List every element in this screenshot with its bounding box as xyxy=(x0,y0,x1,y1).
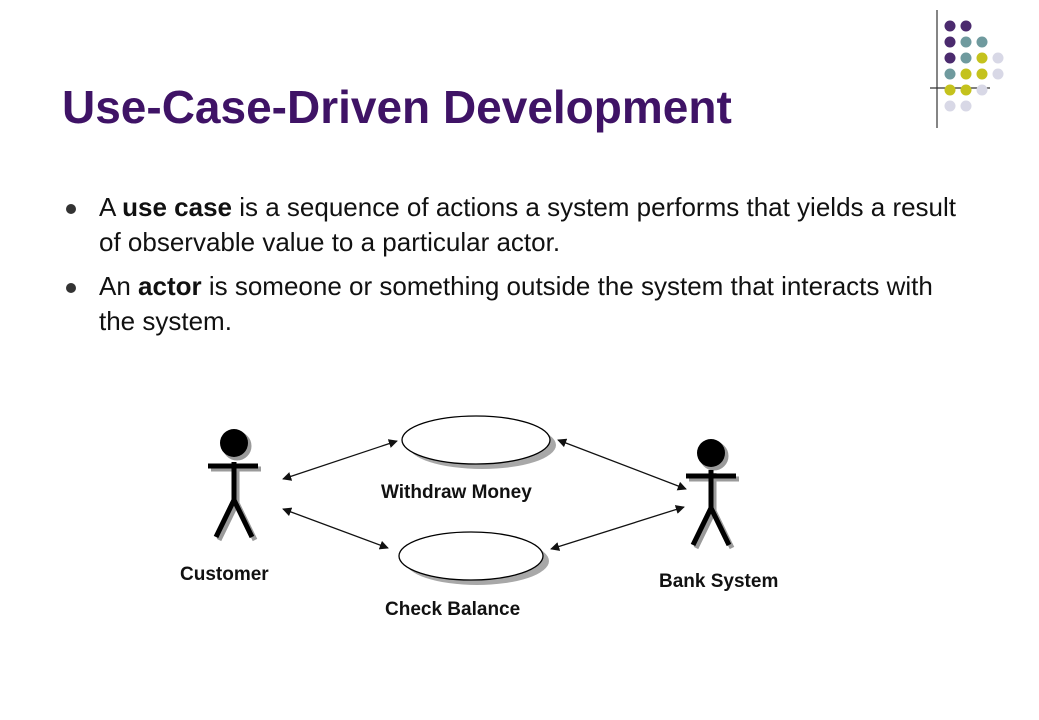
association-customer-check xyxy=(282,507,389,550)
association-bank-withdraw xyxy=(557,438,687,491)
decorative-dot xyxy=(976,84,988,96)
bullet-term: actor xyxy=(138,271,202,301)
bullet-dot-icon xyxy=(66,204,76,214)
actor-label-customer: Customer xyxy=(180,564,269,585)
decorative-dot xyxy=(960,68,972,80)
bullet-text-post: is a sequence of actions a system perfor… xyxy=(99,192,957,257)
decorative-dot xyxy=(944,52,956,64)
decorative-dot xyxy=(944,84,956,96)
actor-bank-system-icon xyxy=(686,439,739,550)
actor-label-bank-system: Bank System xyxy=(659,571,778,592)
decorative-dot xyxy=(960,84,972,96)
use-case-check-balance xyxy=(398,531,549,585)
bullet-text-pre: An xyxy=(99,271,139,301)
bullet-list: A use case is a sequence of actions a sy… xyxy=(66,190,966,348)
decorative-dot xyxy=(992,52,1004,64)
decorative-dot xyxy=(992,68,1004,80)
use-case-label-check: Check Balance xyxy=(385,599,520,620)
bullet-dot-icon xyxy=(66,283,76,293)
bullet-use-case: A use case is a sequence of actions a sy… xyxy=(66,190,966,260)
decorative-dot xyxy=(944,20,956,32)
association-bank-check xyxy=(550,505,685,551)
decorative-dot xyxy=(960,36,972,48)
bullet-actor: An actor is someone or something outside… xyxy=(66,269,966,339)
decorative-dot xyxy=(976,36,988,48)
decorative-dot xyxy=(976,52,988,64)
actor-customer-icon xyxy=(208,429,261,542)
decorative-dot xyxy=(976,68,988,80)
bullet-term: use case xyxy=(122,192,233,222)
bullet-text-pre: A xyxy=(99,192,123,222)
decorative-dot xyxy=(944,36,956,48)
use-case-withdraw-money xyxy=(401,415,556,469)
slide-title: Use-Case-Driven Development xyxy=(62,81,732,133)
use-case-label-withdraw: Withdraw Money xyxy=(381,482,532,503)
bullet-text-post: is someone or something outside the syst… xyxy=(99,271,933,336)
association-customer-withdraw xyxy=(282,439,398,481)
decorative-dot xyxy=(960,52,972,64)
decorative-dot-grid xyxy=(930,10,1004,128)
decorative-dot xyxy=(944,100,956,112)
decorative-dot xyxy=(944,68,956,80)
decorative-dot xyxy=(960,100,972,112)
decorative-dot xyxy=(960,20,972,32)
